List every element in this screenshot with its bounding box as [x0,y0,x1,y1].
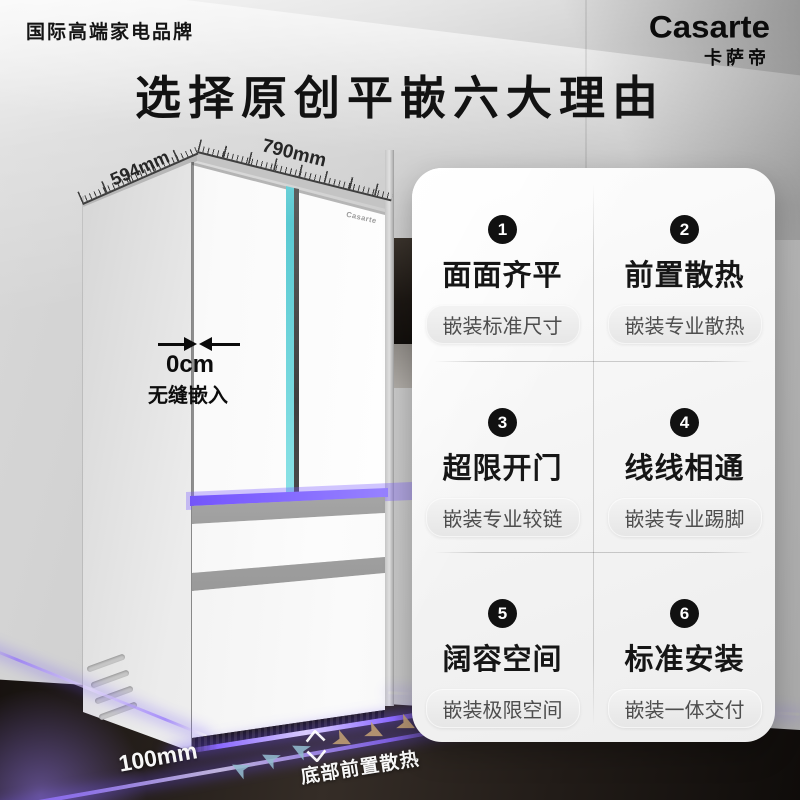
reason-item-6: 6 标准安装 嵌装一体交付 [594,552,775,742]
reason-title: 阔容空间 [442,644,563,676]
card-vertical-divider [593,184,594,726]
reason-number-badge: 3 [488,408,517,437]
reason-number-badge: 6 [670,599,699,628]
reason-title: 线线相通 [624,453,745,485]
gap-arrow-right-icon [184,337,197,351]
page-title: 选择原创平嵌六大理由 [135,72,665,124]
brand-logo-cn: 卡萨帝 [704,48,770,68]
reason-title: 前置散热 [624,260,745,292]
brand-logo-en: Casarte [648,8,770,45]
reason-tag-pill: 嵌装专业踢脚 [607,498,762,537]
reason-tag-pill: 嵌装一体交付 [607,689,762,728]
brand-slogan-badge: 国际高端家电品牌 [26,22,195,43]
card-horizontal-divider [434,361,753,362]
gap-arrow-left-icon [199,337,212,351]
gap-text-label: 无缝嵌入 [148,385,228,407]
reason-title: 超限开门 [442,453,563,485]
gap-value-label: 0cm [165,351,215,378]
card-horizontal-divider [434,552,753,553]
niche-right-wall [385,150,394,706]
reason-number-badge: 4 [670,408,699,437]
reason-number-badge: 5 [488,599,517,628]
clearance-chevrons-icon [305,729,327,763]
reason-item-2: 2 前置散热 嵌装专业散热 [594,168,775,358]
reason-tag-pill: 嵌装极限空间 [425,689,580,728]
cabinet-seam-line [585,0,587,168]
reason-item-4: 4 线线相通 嵌装专业踢脚 [594,361,775,551]
reason-item-3: 3 超限开门 嵌装专业较链 [412,361,593,551]
reason-number-badge: 2 [670,215,699,244]
reason-item-1: 1 面面齐平 嵌装标准尺寸 [412,168,593,358]
reason-tag-pill: 嵌装专业较链 [425,498,580,537]
reason-tag-pill: 嵌装专业散热 [607,305,762,344]
gap-arrow-line [158,343,186,346]
brand-logo: Casarte 卡萨帝 [649,8,770,70]
reasons-card: 1 面面齐平 嵌装标准尺寸 2 前置散热 嵌装专业散热 3 超限开门 嵌装专业较… [412,168,775,742]
reason-item-5: 5 阔容空间 嵌装极限空间 [412,552,593,742]
reason-title: 标准安装 [624,644,745,676]
gap-arrow-line [212,343,240,346]
reason-tag-pill: 嵌装标准尺寸 [425,305,580,344]
reason-title: 面面齐平 [442,260,563,292]
reason-number-badge: 1 [488,215,517,244]
